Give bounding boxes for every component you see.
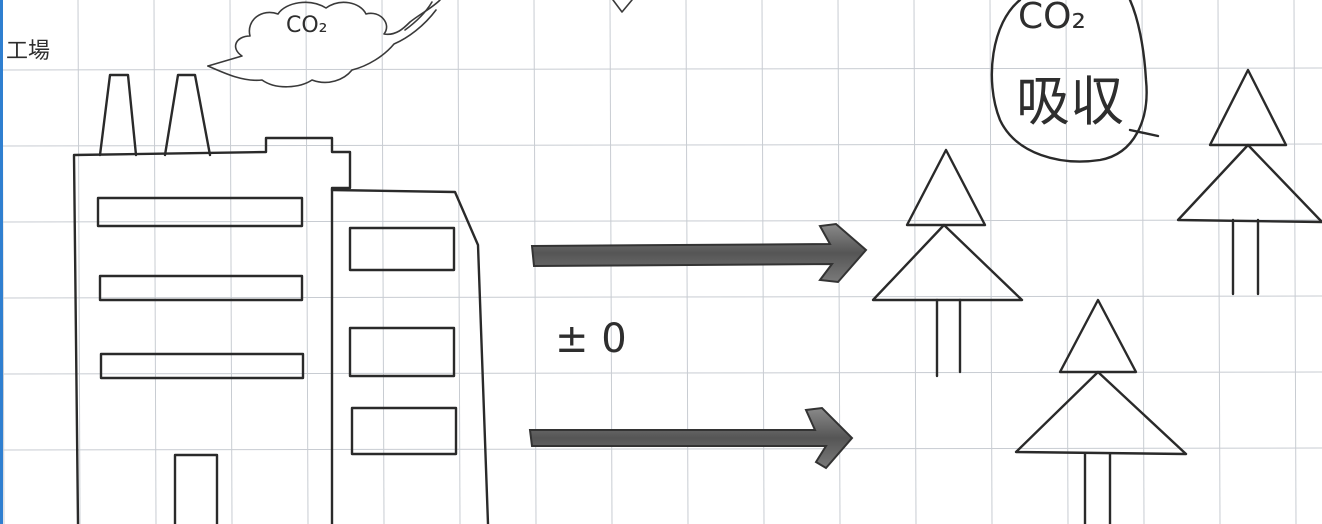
factory-window — [100, 276, 302, 300]
grid-line — [1294, 0, 1296, 524]
grid-line — [0, 296, 1322, 298]
chimney-right — [165, 75, 210, 155]
factory-window — [101, 354, 303, 378]
chimney-left — [100, 75, 136, 155]
absorption-word-label: 吸収 — [1016, 70, 1124, 133]
grid-line — [458, 0, 460, 524]
absorption-co2-label: CO₂ — [1018, 0, 1086, 37]
smoke-cloud: CO₂ — [208, 0, 440, 87]
absorption-bubble: CO₂ 吸収 — [992, 0, 1158, 161]
grid-line — [0, 144, 1322, 146]
grid-line — [0, 220, 1322, 222]
factory-main-block — [74, 138, 350, 524]
factory-window — [352, 408, 456, 454]
factory-label: 工場 — [6, 39, 50, 64]
grid-line — [230, 0, 232, 524]
factory-building — [74, 75, 488, 524]
factory-door — [175, 455, 217, 524]
grid-line — [0, 448, 1322, 450]
tree-right — [1178, 70, 1322, 294]
factory-window — [350, 228, 454, 270]
arrow-lower — [530, 408, 852, 468]
arrow-upper — [532, 224, 866, 282]
tree-bottom — [1016, 300, 1186, 524]
tree-left — [873, 150, 1022, 376]
grid-line — [154, 0, 156, 524]
grid-line — [1142, 0, 1144, 524]
grid-line — [914, 0, 916, 524]
down-arrow-icon — [613, 0, 632, 12]
smoke-co2-label: CO₂ — [286, 13, 328, 38]
grid-line — [382, 0, 384, 524]
factory-window — [350, 328, 454, 376]
grid-line — [306, 0, 308, 524]
balance-label: ± 0 — [555, 316, 627, 362]
page-edge — [0, 0, 3, 524]
grid-line — [1218, 0, 1220, 524]
factory-right-wing — [332, 190, 488, 524]
